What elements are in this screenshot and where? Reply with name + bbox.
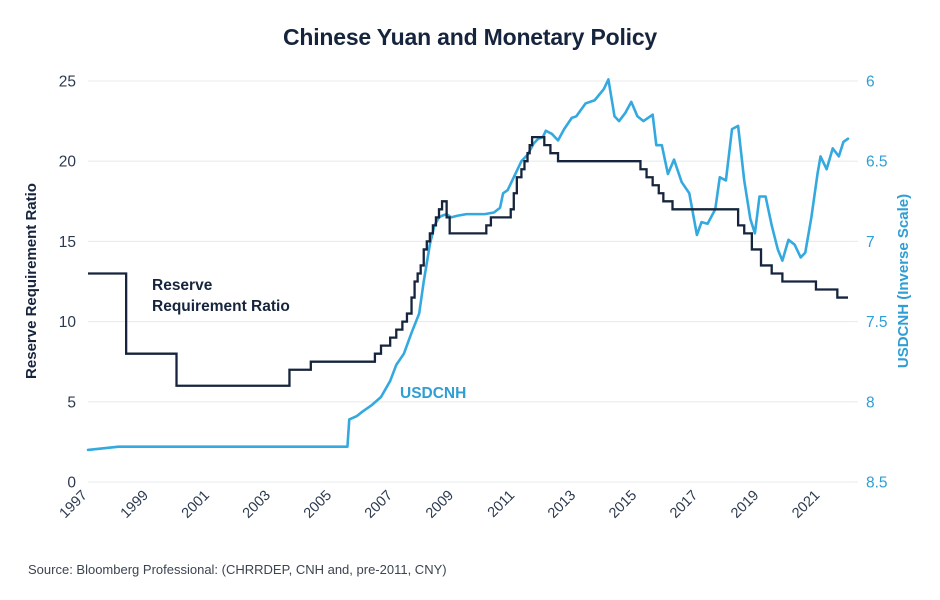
source-note: Source: Bloomberg Professional: (CHRRDEP…: [28, 562, 447, 577]
y-axis-right-tick-label: 7.5: [866, 314, 888, 331]
series-usdcnh-line: [86, 78, 850, 452]
y-axis-left-ticks: 0 5 10 15 20 25: [59, 74, 77, 492]
y-axis-right-ticks: 6 6.5 7 7.5 8 8.5: [848, 74, 888, 492]
annotation-usdcnh: USDCNH: [400, 385, 466, 402]
y-axis-right-tick-label: 8.5: [866, 475, 888, 492]
annotation-reserve-requirement-ratio-line2: Requirement Ratio: [152, 298, 290, 315]
x-axis-tick-label: 2009: [423, 488, 457, 522]
y-axis-left-tick-label: 20: [59, 154, 77, 171]
series-reserve-requirement-ratio-line: [88, 135, 848, 387]
x-axis-tick-label: 2001: [179, 488, 213, 522]
y-axis-right-tick-label: 6: [866, 74, 875, 91]
annotation-reserve-requirement-ratio-line1: Reserve: [152, 277, 213, 294]
y-axis-left-tick-label: 0: [67, 475, 76, 492]
x-axis-tick-label: 1997: [57, 488, 91, 522]
y-axis-right-tick-label: 6.5: [866, 154, 888, 171]
x-axis-tick-label: 2019: [728, 488, 762, 522]
x-axis-tick-label: 2007: [362, 488, 396, 522]
x-axis-tick-label: 2003: [240, 488, 274, 522]
y-axis-right-title: USDCNH (Inverse Scale): [895, 194, 912, 368]
x-axis-tick-label: 2013: [545, 488, 579, 522]
y-axis-left-title: Reserve Requirement Ratio: [23, 183, 40, 379]
y-axis-left-tick-label: 25: [59, 74, 76, 91]
y-axis-left-tick-label: 15: [59, 234, 76, 251]
x-axis-tick-label: 1999: [118, 488, 152, 522]
x-axis-tick-label: 2011: [485, 488, 518, 521]
x-axis-tick-label: 2015: [606, 488, 640, 522]
x-axis-tick-label: 2017: [667, 488, 701, 522]
usdcnh-path: [86, 78, 850, 452]
reserve-requirement-ratio-path: [88, 135, 848, 387]
y-axis-left-tick-label: 5: [67, 394, 76, 411]
y-axis-right-tick-label: 7: [866, 234, 875, 251]
gridlines: [88, 80, 848, 483]
x-axis-tick-label: 2005: [301, 488, 335, 522]
x-axis-ticks: 1997 1999 2001 2003 2005 2007 2009 2011 2013 2015…: [57, 488, 824, 522]
y-axis-left-tick-label: 10: [59, 314, 77, 331]
x-axis-tick-label: 2021: [789, 488, 823, 522]
page-title: Chinese Yuan and Monetary Policy: [282, 24, 658, 50]
y-axis-right-tick-label: 8: [866, 394, 875, 411]
